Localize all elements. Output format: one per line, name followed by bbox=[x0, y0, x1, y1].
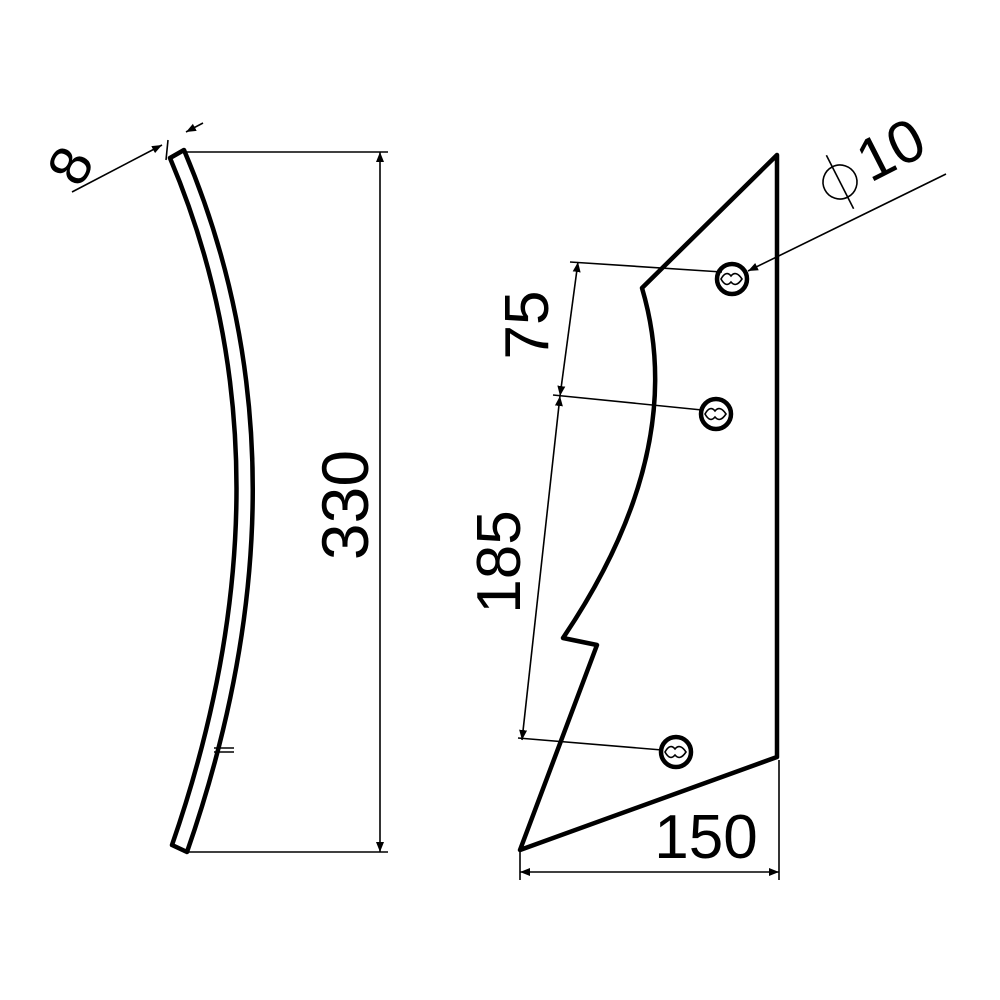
hole-middle-extension bbox=[552, 394, 703, 411]
thickness-dim-line-right bbox=[185, 122, 204, 133]
hole-top bbox=[714, 261, 750, 297]
thickness-extension-line bbox=[165, 139, 169, 161]
hole-bottom bbox=[658, 734, 694, 770]
front-view-profile bbox=[517, 152, 780, 853]
spacing-bottom-label: 185 bbox=[465, 510, 534, 613]
hole-diameter-label: 10 bbox=[846, 105, 936, 195]
thickness-label: 8 bbox=[35, 136, 108, 195]
hole-middle bbox=[698, 396, 734, 432]
hole-top-extension bbox=[569, 261, 723, 273]
spacing-bottom-dim-line bbox=[519, 395, 563, 741]
height-label: 330 bbox=[308, 450, 382, 560]
hole-bottom-extension bbox=[517, 737, 663, 751]
diameter-symbol bbox=[822, 154, 858, 210]
side-view-profile bbox=[167, 147, 255, 855]
front-view: 10 75 185 150 bbox=[465, 105, 947, 880]
width-label: 150 bbox=[654, 803, 757, 872]
spacing-top-dim-line bbox=[557, 261, 581, 397]
hole-diameter-leader bbox=[747, 173, 947, 272]
thickness-dim-line bbox=[71, 144, 163, 193]
side-view-step-line bbox=[214, 747, 234, 753]
spacing-top-label: 75 bbox=[493, 291, 562, 360]
side-view: 8 330 bbox=[35, 122, 388, 855]
